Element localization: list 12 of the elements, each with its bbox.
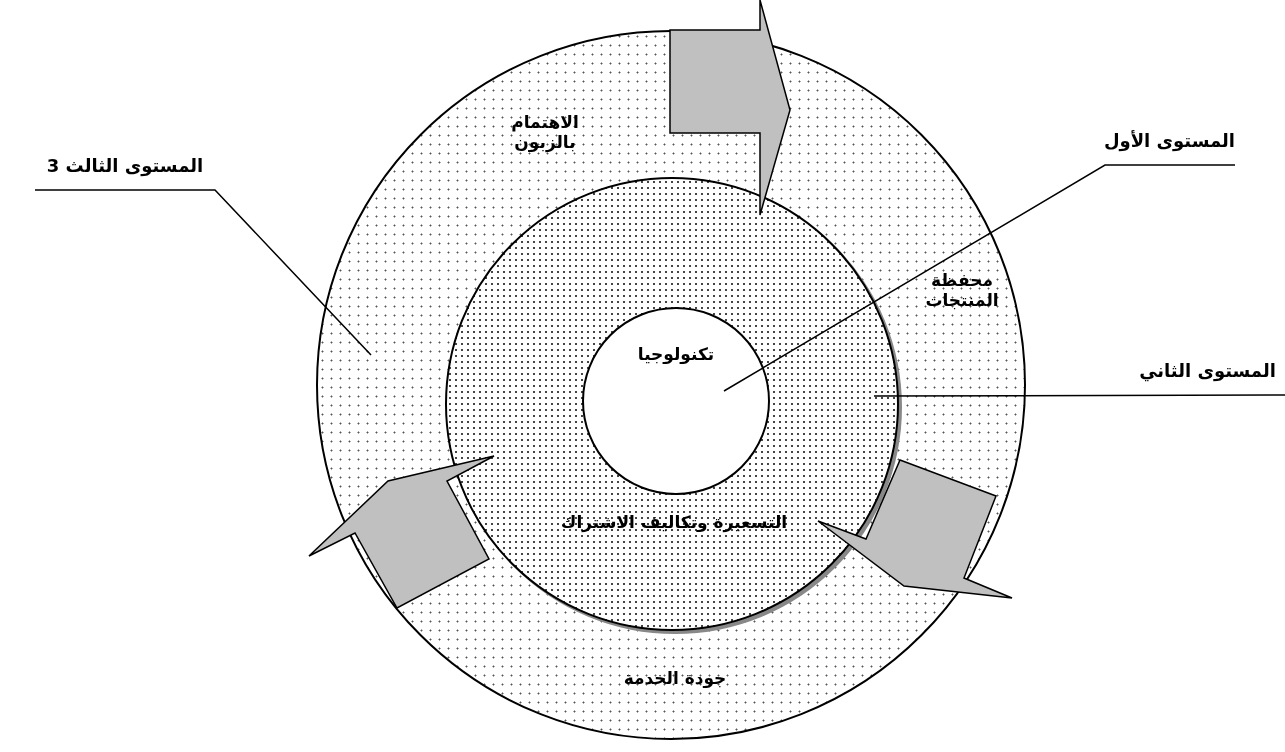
level-label: المستوى الثاني	[1130, 360, 1285, 395]
circle-label: تكنولوجيا	[636, 344, 716, 364]
level-label: المستوى الثالث 3	[35, 155, 215, 190]
leader-line	[723, 164, 1236, 392]
ring-label: التسعيرة وتكاليف الاشتراك	[559, 512, 789, 532]
leader-line	[34, 189, 372, 356]
inner-circle	[582, 307, 770, 495]
ring-label: جودة الخدمة	[622, 668, 728, 688]
ring-label: محفظة المنتجات	[924, 270, 1000, 310]
level-label: المستوى الأول	[1105, 130, 1235, 165]
ring-label: الاهتمام بالزبون	[510, 112, 580, 152]
leader-line	[873, 394, 1285, 397]
